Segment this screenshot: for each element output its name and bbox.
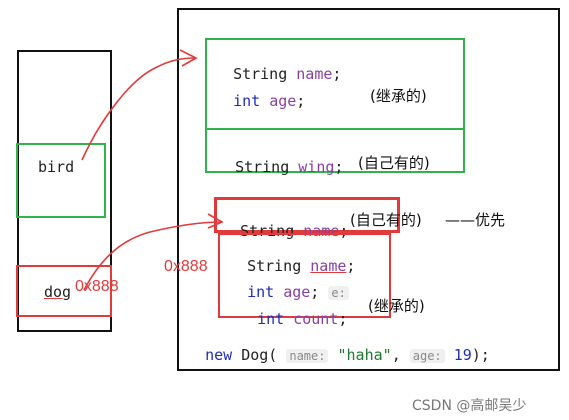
type-keyword: String	[240, 222, 295, 240]
field-name: count	[293, 310, 339, 328]
comma: ,	[391, 346, 401, 364]
type-keyword: int	[233, 92, 261, 110]
bird-own-note: (自己有的)	[358, 154, 430, 172]
bird-slot	[16, 143, 106, 218]
bird-arrow-head	[179, 49, 198, 67]
class-name: Dog(	[241, 346, 278, 364]
type-keyword: int	[257, 310, 285, 328]
bird-object-divider	[205, 128, 465, 130]
dog-address: 0x888	[75, 278, 119, 295]
dog-object-address: 0x888	[164, 258, 208, 275]
dog-own-name-line: String name;	[240, 222, 349, 240]
field-name: name	[296, 65, 333, 83]
dog-inh-count-line: int count;	[257, 310, 348, 328]
close-paren: );	[471, 346, 490, 364]
stack-frame	[17, 50, 112, 332]
field-name: name	[303, 222, 340, 240]
dog-inh-age-line: int age; e:	[229, 265, 349, 301]
bird-reference-arrow	[81, 57, 197, 161]
dog-inherited-note: (继承的)	[368, 297, 425, 315]
dog-own-field-box	[214, 197, 400, 233]
dog-arrow-head	[207, 213, 224, 229]
arg-name: "haha"	[337, 346, 392, 364]
type-keyword: String	[235, 158, 290, 176]
dog-own-note: (自己有的)	[350, 211, 422, 229]
field-name: name	[310, 257, 347, 275]
field-name: age	[269, 92, 297, 110]
priority-note: ——优先	[445, 211, 506, 229]
new-keyword: new	[205, 346, 233, 364]
param-hint: e:	[328, 286, 349, 300]
dog-label: dog	[44, 283, 72, 301]
bird-wing-line: String wing;	[235, 158, 344, 176]
dog-inherited-box	[218, 233, 391, 318]
bird-name-line: String name;	[233, 65, 342, 83]
type-keyword: String	[233, 65, 288, 83]
param-hint-age: age:	[409, 349, 445, 363]
watermark: CSDN @高邮吴少	[412, 398, 527, 414]
field-name: age	[283, 283, 311, 301]
bird-label: bird	[38, 158, 75, 176]
arg-age: 19	[453, 346, 472, 364]
dog-slot	[16, 265, 112, 317]
type-keyword: int	[247, 283, 275, 301]
bird-inherited-note: (继承的)	[370, 87, 427, 105]
type-keyword: String	[247, 257, 302, 275]
bird-object	[205, 38, 465, 173]
bird-age-line: int age;	[233, 92, 306, 110]
field-name: wing	[298, 158, 335, 176]
new-dog-expression: new Dog( name: "haha", age: 19);	[187, 328, 490, 364]
dog-reference-arrow	[83, 221, 223, 291]
heap-frame	[177, 8, 560, 371]
dog-inh-name-line: String name;	[247, 257, 356, 275]
param-hint-name: name:	[286, 349, 329, 363]
